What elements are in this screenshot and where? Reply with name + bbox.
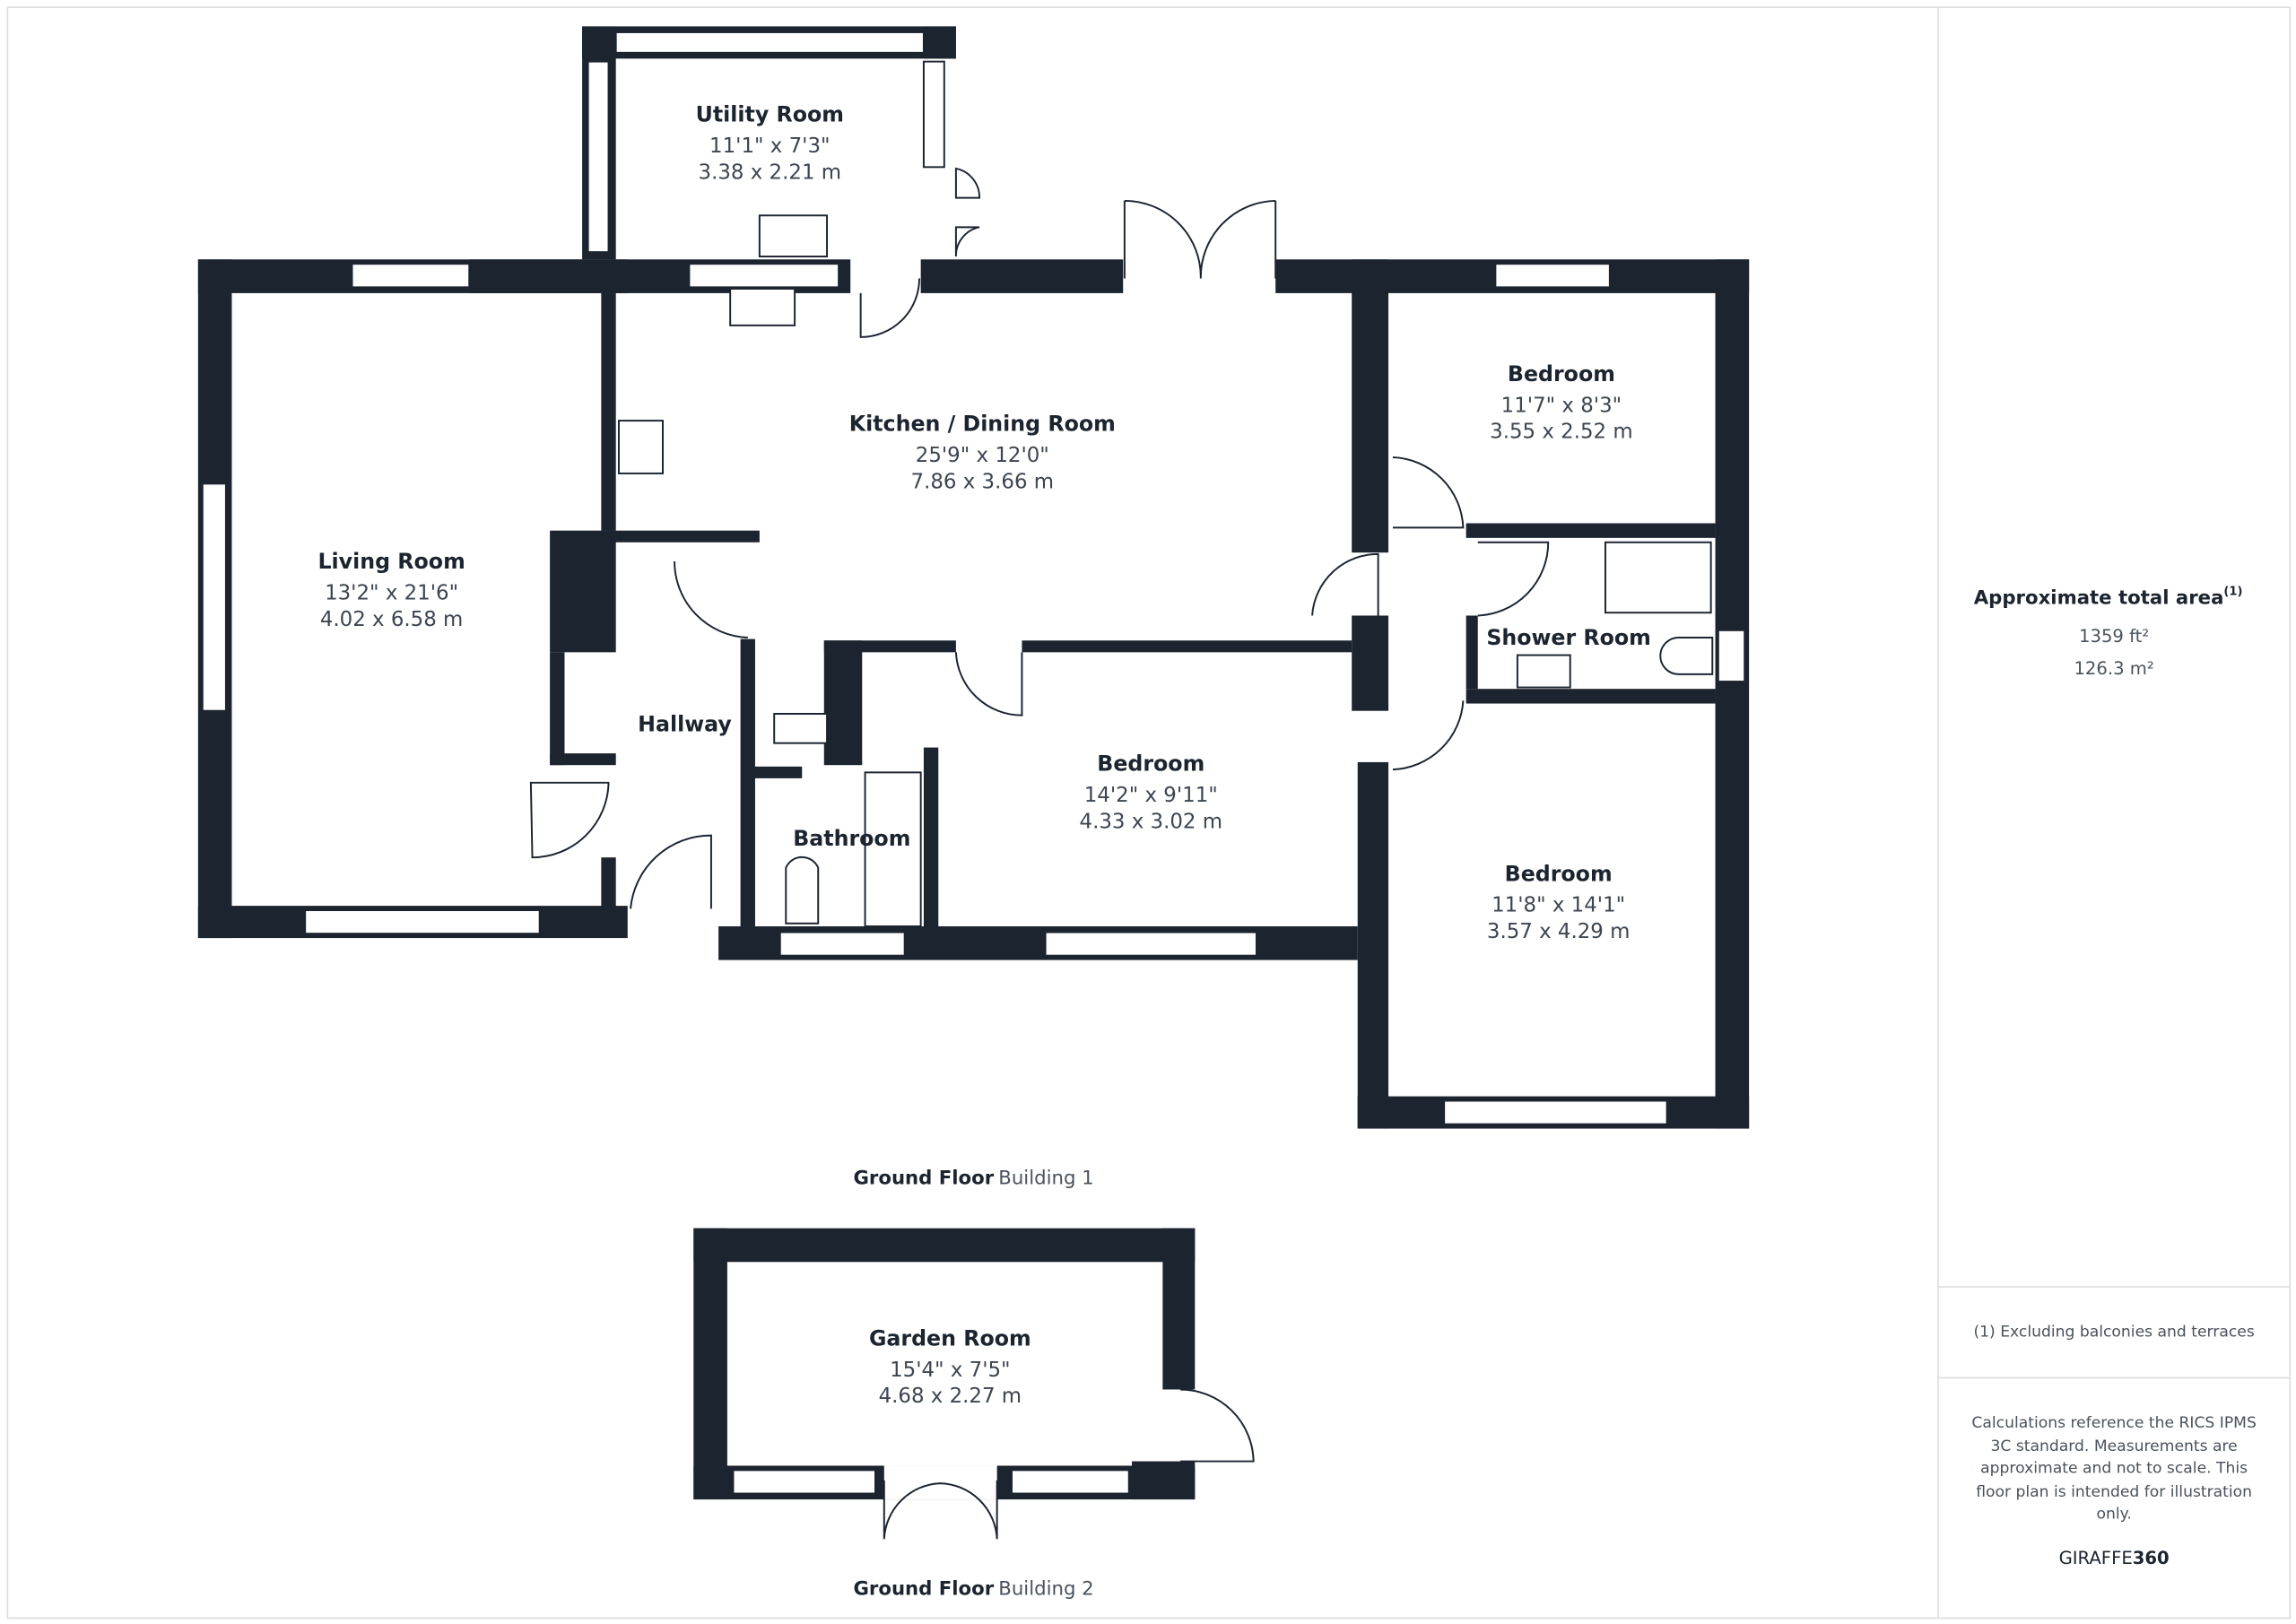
room-size-metric: 3.38 x 2.21 m — [699, 161, 842, 184]
room-size-imperial: 13'2" x 21'6" — [325, 582, 458, 605]
room-size-imperial: 11'1" x 7'3" — [709, 135, 830, 158]
room-size-metric: 4.02 x 6.58 m — [320, 608, 463, 631]
room-garden: Garden Room 15'4" x 7'5" 4.68 x 2.27 m — [869, 1325, 1031, 1408]
room-size-imperial: 25'9" x 12'0" — [916, 444, 1049, 467]
svg-text:Calculations reference the RIC: Calculations reference the RICS IPMS — [1971, 1414, 2256, 1432]
room-size-metric: 7.86 x 3.66 m — [911, 470, 1055, 493]
brand-logo: GIRAFFE360 — [2059, 1548, 2170, 1568]
svg-text:Ground Floor: Ground Floor — [853, 1577, 994, 1600]
room-size-metric: 3.57 x 4.29 m — [1487, 920, 1631, 943]
area-m: 126.3 m² — [2074, 658, 2153, 679]
room-name: Utility Room — [696, 102, 844, 127]
svg-text:Ground Floor: Ground Floor — [853, 1168, 994, 1190]
svg-text:Building 2: Building 2 — [998, 1577, 1093, 1600]
room-hallway: Hallway — [638, 712, 732, 737]
svg-text:Building 1: Building 1 — [998, 1168, 1093, 1190]
svg-text:floor plan is intended for ill: floor plan is intended for illustration — [1976, 1483, 2252, 1501]
room-bathroom: Bathroom — [793, 826, 910, 851]
svg-text:only.: only. — [2096, 1505, 2131, 1523]
room-living: Living Room 13'2" x 21'6" 4.02 x 6.58 m — [317, 549, 465, 631]
room-size-imperial: 14'2" x 9'11" — [1084, 784, 1218, 807]
page-frame — [6, 6, 2292, 1620]
svg-text:3C standard. Measurements are: 3C standard. Measurements are — [1990, 1437, 2237, 1455]
room-name: Bedroom — [1097, 751, 1205, 777]
footnote: (1) Excluding balconies and terraces — [1973, 1324, 2254, 1342]
building-1 — [197, 26, 1750, 1129]
floor-label-1: Ground Floor Building 1 — [853, 1168, 1093, 1190]
room-bedroom-3: Bedroom 11'8" x 14'1" 3.57 x 4.29 m — [1487, 861, 1631, 943]
room-name: Bedroom — [1505, 861, 1613, 886]
room-size-imperial: 11'7" x 8'3" — [1501, 394, 1622, 417]
room-bedroom-1: Bedroom 11'7" x 8'3" 3.55 x 2.52 m — [1490, 361, 1633, 444]
room-name: Living Room — [317, 549, 465, 574]
room-size-metric: 4.33 x 3.02 m — [1080, 810, 1223, 833]
room-name: Garden Room — [869, 1325, 1031, 1350]
room-size-metric: 4.68 x 2.27 m — [879, 1385, 1022, 1408]
floor-label-2: Ground Floor Building 2 — [853, 1577, 1093, 1600]
room-shower: Shower Room — [1486, 625, 1651, 650]
room-name: Bedroom — [1508, 361, 1615, 386]
room-kitchen: Kitchen / Dining Room 25'9" x 12'0" 7.86… — [849, 412, 1116, 494]
area-ft: 1359 ft² — [2079, 626, 2149, 647]
building-2 — [693, 1228, 1255, 1540]
room-size-imperial: 15'4" x 7'5" — [890, 1359, 1010, 1382]
svg-text:approximate and not to scale.: approximate and not to scale. This — [1980, 1460, 2248, 1478]
area-title: Approximate total area(1) — [1974, 586, 2243, 610]
room-name: Kitchen / Dining Room — [849, 412, 1116, 437]
room-bedroom-2: Bedroom 14'2" x 9'11" 4.33 x 3.02 m — [1080, 751, 1223, 834]
room-size-metric: 3.55 x 2.52 m — [1490, 421, 1633, 444]
area-summary: Approximate total area(1) 1359 ft² 126.3… — [1974, 586, 2243, 679]
disclaimer: Calculations reference the RICS IPMS 3C … — [1971, 1414, 2256, 1523]
room-size-imperial: 11'8" x 14'1" — [1492, 894, 1625, 917]
room-utility: Utility Room 11'1" x 7'3" 3.38 x 2.21 m — [696, 102, 844, 185]
